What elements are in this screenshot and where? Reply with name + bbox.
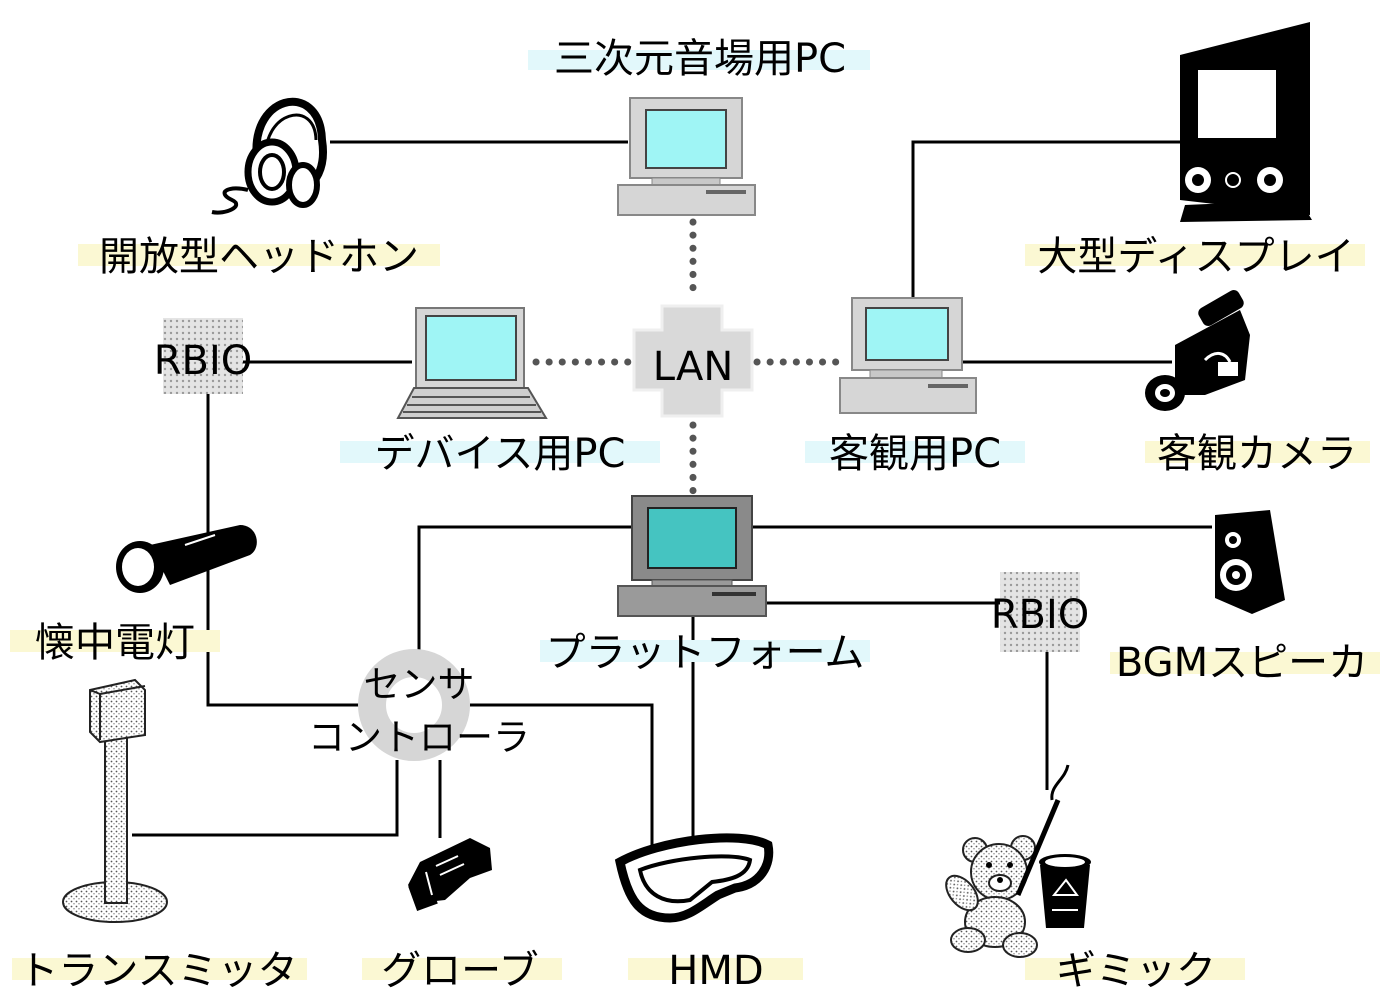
computer-icon: [839, 297, 977, 414]
node-labels: 三次元音場用PC 開放型ヘッドホン 大型ディスプレイ デバイス用PC 客観用PC…: [18, 36, 1368, 994]
lan-links: [532, 218, 847, 497]
monitor-icon: [1180, 22, 1312, 222]
label-backgrounds: [10, 50, 1380, 980]
link-sensor-platform: [417, 525, 632, 668]
flashlight-label: 懐中電灯: [35, 620, 195, 666]
sensor-controller-ring: [358, 649, 470, 761]
sensor-controller-label-line1: センサ: [364, 663, 475, 706]
large-display-label: 大型ディスプレイ: [1037, 234, 1354, 280]
flashlight-icon: [116, 525, 257, 593]
transmitter-label: トランスミッタ: [18, 948, 297, 994]
link-rbio-flashlight-sensor: [206, 394, 360, 707]
bgm-speaker-label: BGMスピーカ: [1116, 640, 1368, 686]
objective-camera-label: 客観カメラ: [1157, 431, 1357, 477]
hmd-icon: [614, 833, 774, 923]
device-pc-label: デバイス用PC: [375, 431, 626, 477]
computer-icon: [617, 97, 756, 216]
platform-label: プラットフォーム: [546, 630, 865, 676]
headphone-icon: [211, 97, 327, 215]
computer-icon: [617, 495, 767, 617]
hmd-label: HMD: [668, 948, 763, 994]
objective-pc-label: 客観用PC: [829, 431, 1001, 477]
rbio-right-node: RBIO: [991, 572, 1090, 652]
acoustic-pc-label: 三次元音場用PC: [554, 36, 846, 82]
lan-label: LAN: [653, 344, 734, 390]
connection-lines: [132, 140, 1212, 850]
teddy-bear-icon: [945, 764, 1070, 958]
link-objectivepc-display: [911, 140, 1182, 300]
laptop-icon: [396, 307, 548, 419]
video-camera-icon: [1145, 290, 1250, 411]
trash-can-icon: [1039, 854, 1091, 928]
gimmick-label: ギミック: [1056, 948, 1216, 994]
rbio-right-label: RBIO: [991, 592, 1090, 638]
lan-hub: LAN: [632, 304, 754, 418]
glove-icon: [408, 838, 492, 911]
link-sensor-transmitter: [132, 760, 399, 837]
link-sensor-hmd: [470, 703, 654, 850]
sensor-controller-label-line2: コントローラ: [308, 716, 530, 759]
transmitter-icon: [62, 678, 168, 923]
rbio-left-label: RBIO: [154, 338, 253, 384]
headphone-label: 開放型ヘッドホン: [99, 234, 419, 280]
rbio-left-node: RBIO: [154, 318, 253, 394]
speaker-icon: [1215, 510, 1285, 614]
glove-label: グローブ: [381, 948, 539, 994]
